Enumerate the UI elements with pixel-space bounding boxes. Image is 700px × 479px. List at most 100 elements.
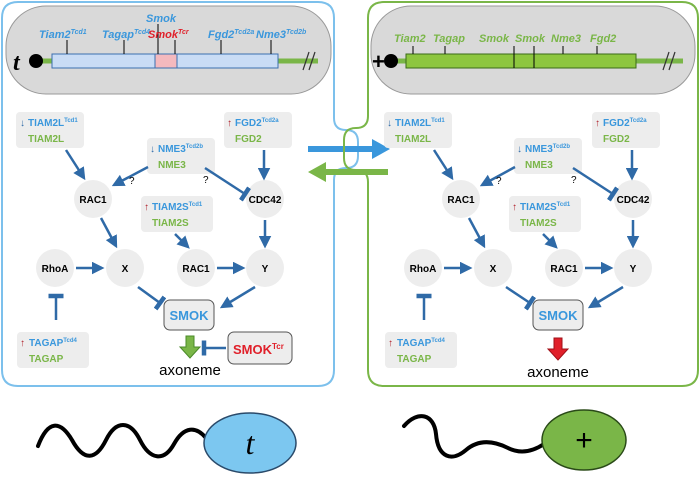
left-pathway-arrows <box>48 149 272 356</box>
svg-text:TIAM2S: TIAM2S <box>152 218 189 229</box>
right-break-mark-2 <box>668 51 676 71</box>
left-sperm-head <box>203 412 297 474</box>
right-gene-fgd2: Fgd2 <box>590 33 616 45</box>
svg-text:NME3Tcd2b: NME3Tcd2b <box>525 144 570 155</box>
right-node-rac1-top-bg <box>442 180 480 218</box>
left-gene-smok-tcr: SmokTcr <box>148 29 190 41</box>
right-node-rac1-mid: RAC1 <box>550 264 578 275</box>
svg-text:TAGAP: TAGAP <box>397 354 432 365</box>
svg-text:TAGAPTcd4: TAGAPTcd4 <box>397 338 445 349</box>
right-panel-outline <box>343 1 699 387</box>
right-smok-box <box>532 299 584 331</box>
left-break-mark-1 <box>302 51 310 71</box>
svg-text:TAGAP: TAGAP <box>29 354 64 365</box>
left-axoneme-label: axoneme <box>159 362 221 379</box>
right-axoneme-arrow-icon <box>546 337 570 361</box>
left-sperm: t <box>36 412 297 474</box>
left-sperm-tail <box>36 423 208 459</box>
left-node-cdc42: CDC42 <box>249 195 282 206</box>
left-node-cdc42-bg <box>246 180 284 218</box>
right-arrow-down-icon: ↓ <box>517 144 522 155</box>
left-protein-tagap: ↑ TAGAPTcd4 TAGAP <box>17 332 89 368</box>
left-smok-label: SMOK <box>170 308 210 323</box>
svg-text:NME3Tcd2b: NME3Tcd2b <box>158 144 203 155</box>
right-sperm-head <box>541 409 627 471</box>
left-node-rhoa: RhoA <box>42 264 69 275</box>
right-node-rac1-top: RAC1 <box>447 195 475 206</box>
right-sperm-label: + <box>575 424 593 457</box>
right-protein-tagap: ↑ TAGAPTcd4 TAGAP <box>385 332 457 368</box>
left-arrow-down-icon: ↓ <box>150 144 155 155</box>
left-arrow-up-icon: ↑ <box>144 202 149 213</box>
right-node-rac1-mid-bg <box>545 249 583 287</box>
left-break-mark-2 <box>308 51 316 71</box>
left-node-x: X <box>122 264 129 275</box>
right-break-mark-1 <box>662 51 670 71</box>
left-protein-tiam2s: ↑ TIAM2STcd1 TIAM2S <box>141 196 213 232</box>
right-gene-tiam2: Tiam2 <box>394 33 426 45</box>
right-node-cdc42-bg <box>614 180 652 218</box>
right-axoneme-label: axoneme <box>527 364 589 381</box>
left-sperm-label: t <box>246 425 256 461</box>
svg-text:TIAM2LTcd1: TIAM2LTcd1 <box>395 118 445 129</box>
left-question-2: ? <box>203 175 209 186</box>
right-arrow-down-icon: ↓ <box>387 118 392 129</box>
right-plus-region <box>405 53 637 69</box>
left-smok-tcr-region <box>154 53 178 69</box>
left-gene-fgd2: Fgd2Tcd2a <box>208 29 254 41</box>
left-node-rac1-top-bg <box>74 180 112 218</box>
left-arrow-up-icon: ↑ <box>20 338 25 349</box>
svg-text:TIAM2L: TIAM2L <box>28 134 64 145</box>
right-smok-label: SMOK <box>539 308 579 323</box>
right-node-y: Y <box>630 264 637 275</box>
svg-text:TAGAPTcd4: TAGAPTcd4 <box>29 338 77 349</box>
left-centromere <box>29 54 43 68</box>
left-arrow-green-icon <box>308 162 388 182</box>
svg-text:FGD2: FGD2 <box>603 134 630 145</box>
svg-text:FGD2Tcd2a: FGD2Tcd2a <box>603 118 647 129</box>
right-protein-tiam2l: ↓ TIAM2LTcd1 TIAM2L <box>384 112 452 148</box>
right-protein-fgd2: ↑ FGD2Tcd2a FGD2 <box>592 112 660 148</box>
right-arrow-blue-icon <box>308 139 390 159</box>
left-gene-tiam2: Tiam2Tcd1 <box>39 29 87 41</box>
svg-text:TIAM2L: TIAM2L <box>395 134 431 145</box>
left-protein-tiam2l: ↓ TIAM2LTcd1 TIAM2L <box>16 112 84 148</box>
right-node-rhoa: RhoA <box>410 264 437 275</box>
right-node-cdc42: CDC42 <box>617 195 650 206</box>
right-pathway-arrows <box>416 149 640 320</box>
right-panel: + Tiam2 Tagap Smok Smok Nme3 Fgd2 ↓ TIAM… <box>343 1 699 387</box>
right-protein-tiam2s: ↑ TIAM2STcd1 TIAM2S <box>509 196 581 232</box>
svg-text:NME3: NME3 <box>158 160 186 171</box>
left-gene-smok: Smok <box>146 13 177 25</box>
left-smok-tcr-box <box>227 331 293 365</box>
svg-text:TIAM2S: TIAM2S <box>520 218 557 229</box>
left-panel: t Tiam2Tcd1 TagapTcd4 Smok SmokTcr Fgd2T… <box>1 1 359 387</box>
right-gene-tagap: Tagap <box>433 33 465 45</box>
right-centromere <box>384 54 398 68</box>
left-node-y: Y <box>262 264 269 275</box>
right-gene-nme3: Nme3 <box>551 33 581 45</box>
right-node-y-bg <box>614 249 652 287</box>
svg-text:TIAM2STcd1: TIAM2STcd1 <box>152 202 203 213</box>
left-arrow-down-icon: ↓ <box>20 118 25 129</box>
left-gene-ticks <box>66 24 272 54</box>
left-arrow-up-icon: ↑ <box>227 118 232 129</box>
right-arrow-up-icon: ↑ <box>388 338 393 349</box>
right-question-2: ? <box>571 175 577 186</box>
right-chromosome-panel <box>370 5 696 95</box>
left-gene-nme3: Nme3Tcd2b <box>256 29 307 41</box>
left-protein-fgd2: ↑ FGD2Tcd2a FGD2 <box>224 112 292 148</box>
left-axoneme-arrow-icon <box>178 335 202 359</box>
left-chromosome-panel <box>5 5 332 95</box>
left-node-x-bg <box>106 249 144 287</box>
left-node-rac1-mid-bg <box>177 249 215 287</box>
svg-text:TIAM2STcd1: TIAM2STcd1 <box>520 202 571 213</box>
right-node-rhoa-bg <box>404 249 442 287</box>
left-protein-nme3: ↓ NME3Tcd2b NME3 <box>147 138 215 174</box>
right-arrow-up-icon: ↑ <box>512 202 517 213</box>
svg-text:FGD2: FGD2 <box>235 134 262 145</box>
left-node-rhoa-bg <box>36 249 74 287</box>
right-gene-smok-2: Smok <box>515 33 546 45</box>
right-sperm-tail <box>402 414 546 459</box>
